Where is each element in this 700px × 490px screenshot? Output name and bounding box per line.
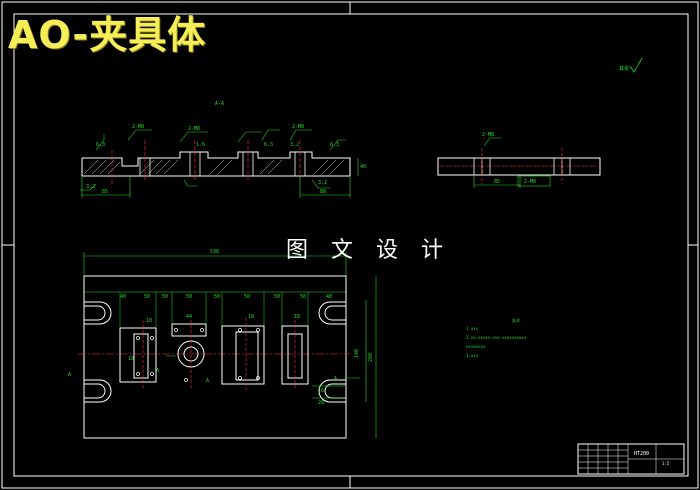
plan-view: 538 280 140 40 50 50 50 50 50 50 50 40 [68,249,377,439]
svg-text:18: 18 [128,356,134,362]
plan-top-dims: 40 50 50 50 50 50 50 50 40 [120,294,332,300]
svg-text:3.2: 3.2 [290,142,299,148]
svg-text:80: 80 [320,189,326,195]
svg-text:18: 18 [146,318,152,324]
svg-text:50: 50 [274,294,280,300]
svg-text:2.xx.xxxxx.xxx.xxxxxxxxxx: 2.xx.xxxxx.xxx.xxxxxxxxxx [466,335,527,340]
svg-text:50: 50 [214,294,220,300]
section-label: A-A [215,101,224,107]
svg-text:6.3: 6.3 [330,142,339,148]
svg-text:1.6: 1.6 [196,142,205,148]
svg-text:50: 50 [144,294,150,300]
svg-text:50: 50 [186,294,192,300]
svg-text:280: 280 [368,353,374,362]
svg-text:16: 16 [318,388,324,394]
svg-text:85: 85 [494,179,500,185]
svg-text:技术: 技术 [512,317,520,323]
svg-text:44: 44 [186,314,192,320]
svg-text:1.xxx: 1.xxx [466,326,479,331]
title-block: HT200 1:5 [577,443,685,475]
drawing-subtitle: 图 文 设 计 [286,238,451,263]
svg-text:85: 85 [102,189,108,195]
svg-text:40: 40 [120,294,126,300]
svg-text:HT200: HT200 [634,451,649,457]
svg-text:50: 50 [300,294,306,300]
svg-text:538: 538 [210,249,219,255]
svg-text:2-M8: 2-M8 [482,132,494,138]
svg-text:2-M8: 2-M8 [188,126,200,132]
svg-text:A: A [334,376,337,382]
svg-text:20: 20 [318,400,324,406]
svg-text:3.2: 3.2 [86,184,95,190]
svg-text:A: A [68,372,71,378]
svg-text:40: 40 [360,164,366,170]
section-view: A-A [80,101,366,198]
svg-text:xxxxxxxx: xxxxxxxx [466,344,486,349]
svg-text:6.3: 6.3 [96,142,105,148]
roughness-symbol: 其余 [619,57,643,73]
svg-text:40: 40 [326,294,332,300]
side-view: 2-M8 85 2-M8 [437,132,601,188]
svg-text:3.2: 3.2 [318,180,327,186]
svg-text:18: 18 [294,314,300,320]
svg-text:2-M8: 2-M8 [524,179,536,185]
svg-text:18: 18 [248,314,254,320]
svg-text:A: A [206,378,209,384]
svg-text:6.3: 6.3 [264,142,273,148]
svg-text:1:5: 1:5 [662,461,670,466]
svg-text:2-M8: 2-M8 [132,124,144,130]
drawing-title: AO-夹具体 [8,13,207,57]
svg-text:50: 50 [162,294,168,300]
svg-text:A: A [156,368,159,374]
technical-notes: 技术 1.xxx 2.xx.xxxxx.xxx.xxxxxxxxxx xxxxx… [466,317,527,358]
svg-text:其余: 其余 [619,65,629,72]
svg-text:2-M8: 2-M8 [292,124,304,130]
svg-text:3.xxx: 3.xxx [466,353,479,358]
svg-text:50: 50 [244,294,250,300]
svg-text:140: 140 [354,349,360,358]
